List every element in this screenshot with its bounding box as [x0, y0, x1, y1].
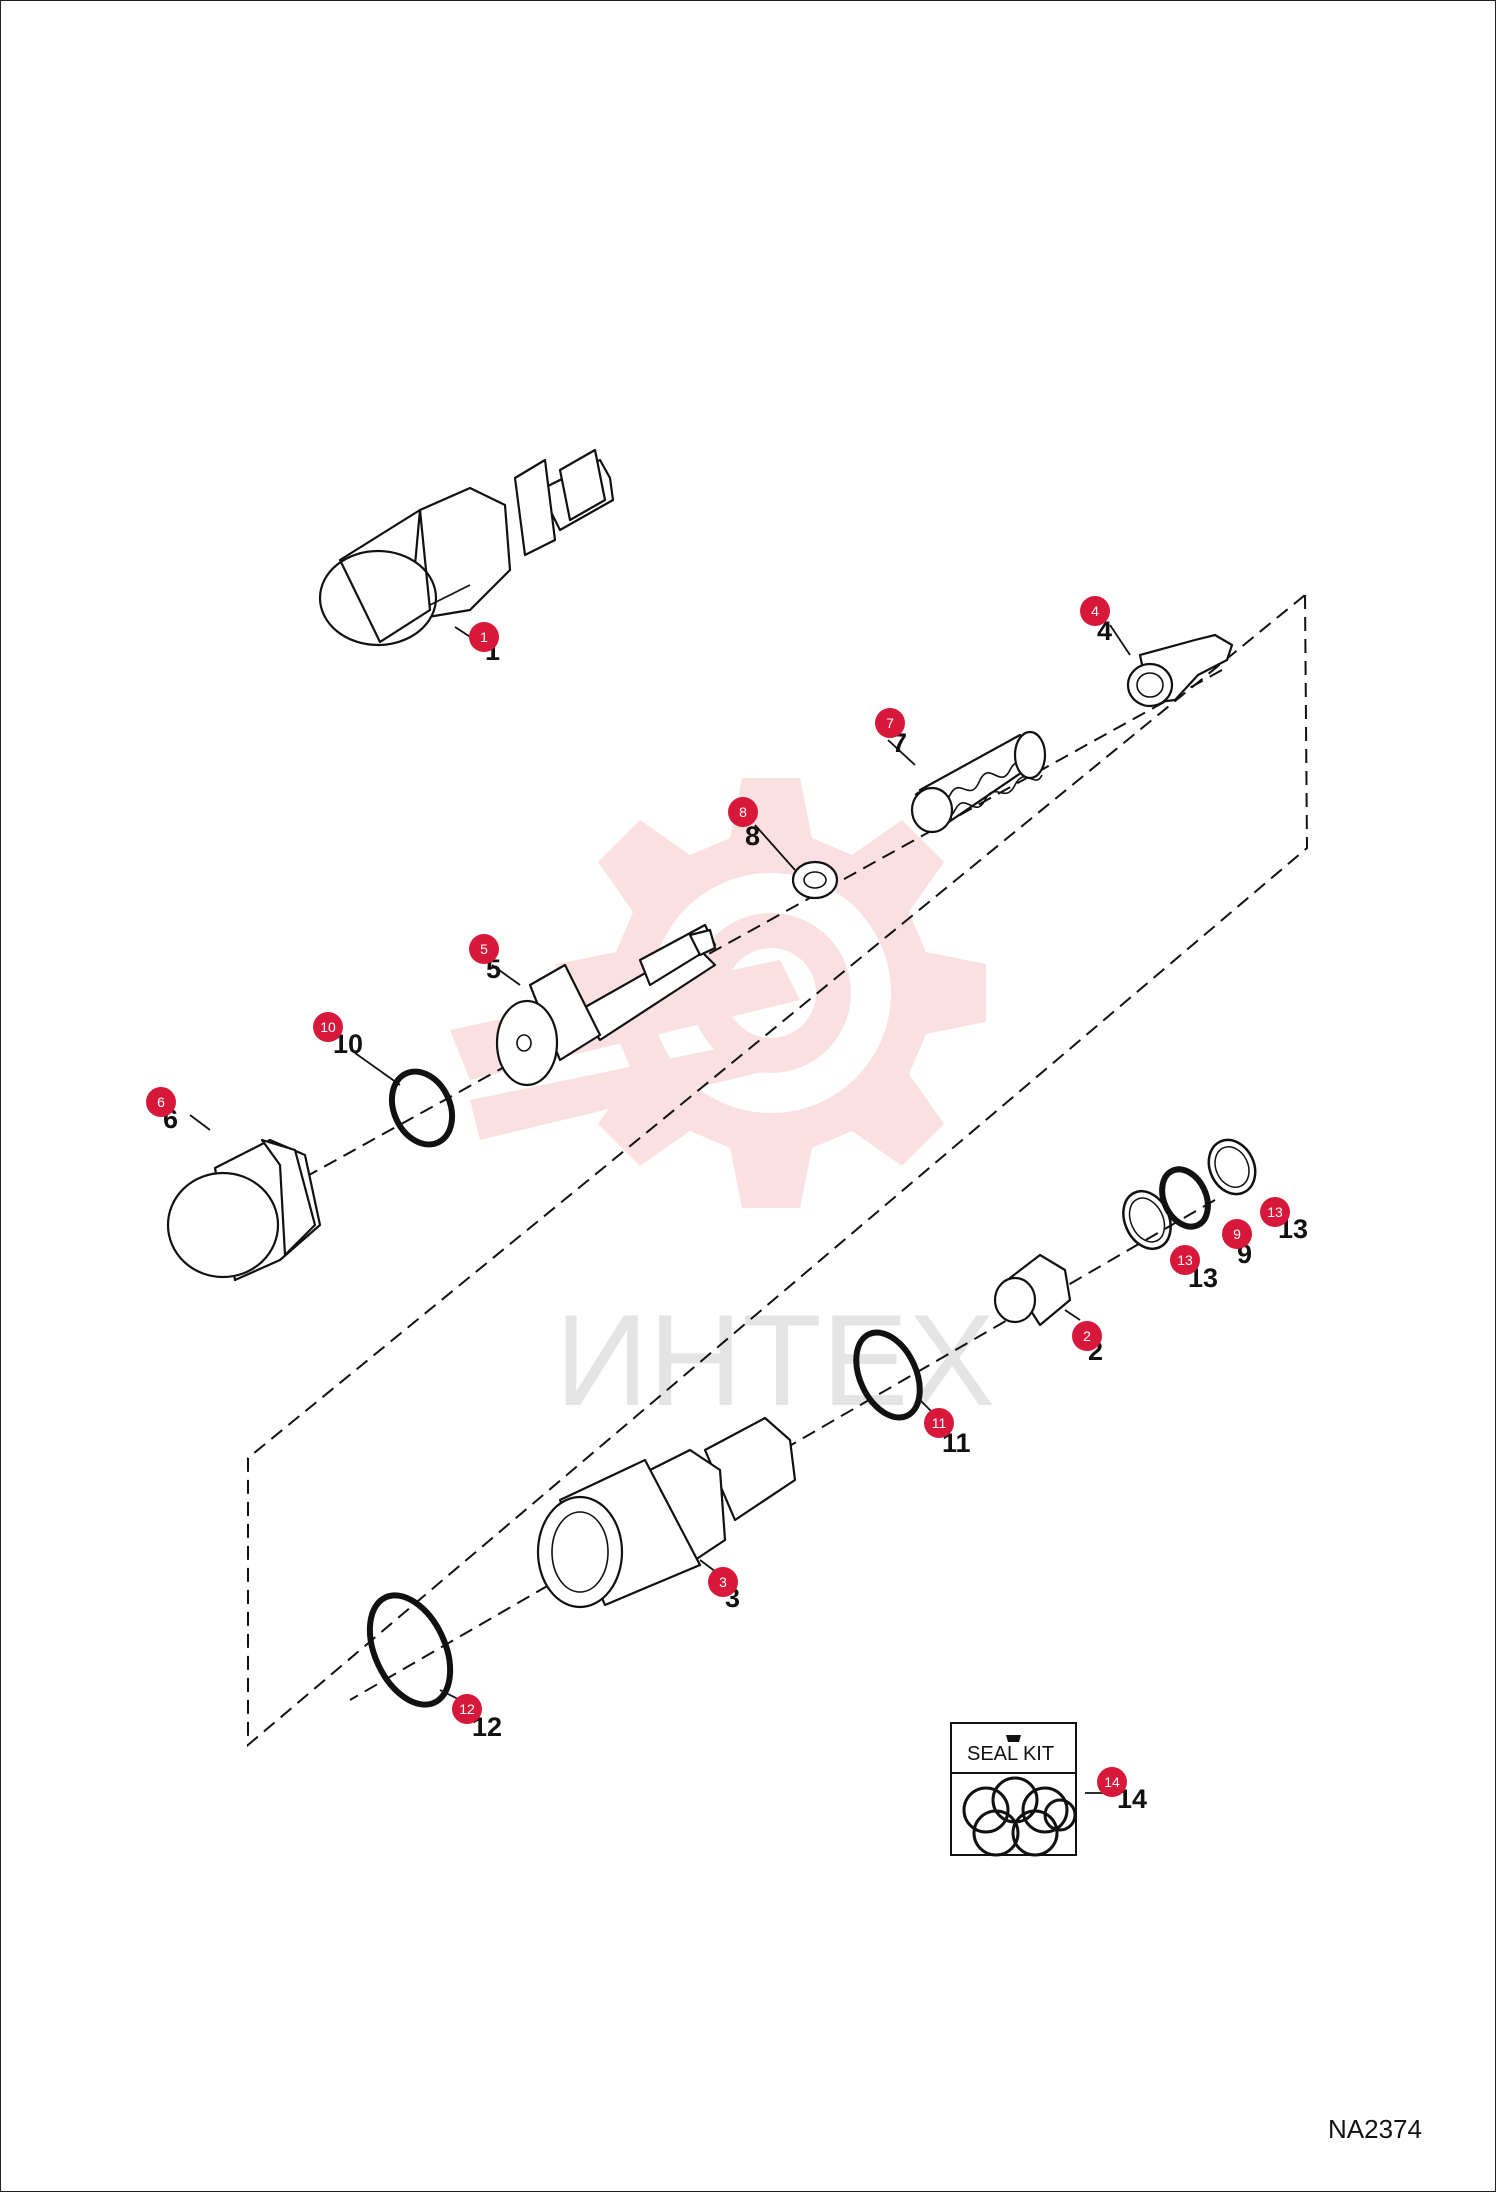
diagram-reference-code: NA2374 [1328, 2114, 1422, 2144]
callout-14: 14 14 [1097, 1767, 1147, 1814]
callout-2: 2 2 [1072, 1321, 1103, 1366]
seal-kit-label: SEAL KIT [967, 1743, 1054, 1765]
callout-9: 9 9 [1222, 1219, 1252, 1269]
part-12-o-ring [366, 1592, 454, 1708]
watermark-text: ИНТЕХ [555, 1287, 995, 1433]
callout-13-upper: 13 13 [1260, 1197, 1308, 1244]
part-7-spring [910, 730, 1047, 834]
assembly-guide-outline [247, 594, 1309, 1748]
callout-bubble-text: 10 [320, 1019, 336, 1035]
callout-12: 12 12 [452, 1694, 502, 1742]
callout-4: 4 4 [1080, 596, 1112, 646]
callout-10: 10 10 [313, 1012, 363, 1059]
callout-number: 8 [745, 821, 760, 851]
callout-bubble-text: 1 [480, 629, 488, 645]
part-9-o-ring [1159, 1166, 1211, 1230]
callout-3: 3 3 [708, 1567, 740, 1613]
callout-bubble-text: 9 [1233, 1226, 1241, 1242]
leader-lines [189, 624, 1131, 1794]
part-13-backup-ring-upper-inner [1214, 1146, 1250, 1188]
part-10-o-ring [388, 1068, 456, 1148]
callout-6: 6 6 [146, 1087, 178, 1134]
assembly-axis-lower [349, 1199, 1216, 1701]
watermark-gear-logo [450, 778, 986, 1208]
callout-bubble-text: 11 [932, 1415, 947, 1431]
part-11-o-ring [853, 1329, 923, 1421]
callout-8: 8 8 [728, 797, 760, 851]
callout-bubble-text: 14 [1104, 1774, 1120, 1790]
seal-kit-box: SEAL KIT [950, 1722, 1077, 1857]
part-2-plug [993, 1253, 1072, 1327]
callout-7: 7 7 [875, 708, 907, 758]
part-4-poppet [1126, 633, 1234, 708]
callout-5: 5 5 [469, 934, 501, 984]
callout-bubble-text: 13 [1177, 1252, 1193, 1268]
callout-11: 11 11 [924, 1408, 971, 1458]
part-13-backup-ring-upper [1207, 1138, 1257, 1196]
callout-bubble-text: 12 [459, 1701, 475, 1717]
callout-13-lower: 13 13 [1170, 1245, 1218, 1293]
callout-bubble-text: 5 [480, 941, 488, 957]
callout-bubble-text: 13 [1267, 1204, 1283, 1220]
callout-bubble-text: 2 [1083, 1328, 1091, 1344]
part-3-valve-body [536, 1416, 797, 1609]
callout-bubble-text: 3 [719, 1574, 727, 1590]
part-6-cap [166, 1138, 322, 1282]
callout-bubble-text: 8 [739, 804, 747, 820]
callout-1: 1 1 [469, 622, 500, 666]
part-13-backup-ring-lower [1122, 1190, 1172, 1250]
part-5-spool [495, 923, 717, 1087]
callout-bubble-text: 6 [157, 1094, 165, 1110]
part-13-backup-ring-lower-inner [1128, 1197, 1166, 1243]
part-8-washer [791, 860, 839, 900]
callout-bubble-text: 4 [1091, 603, 1099, 619]
part-1-cartridge-valve [318, 448, 615, 647]
callout-bubble-text: 7 [886, 715, 894, 731]
